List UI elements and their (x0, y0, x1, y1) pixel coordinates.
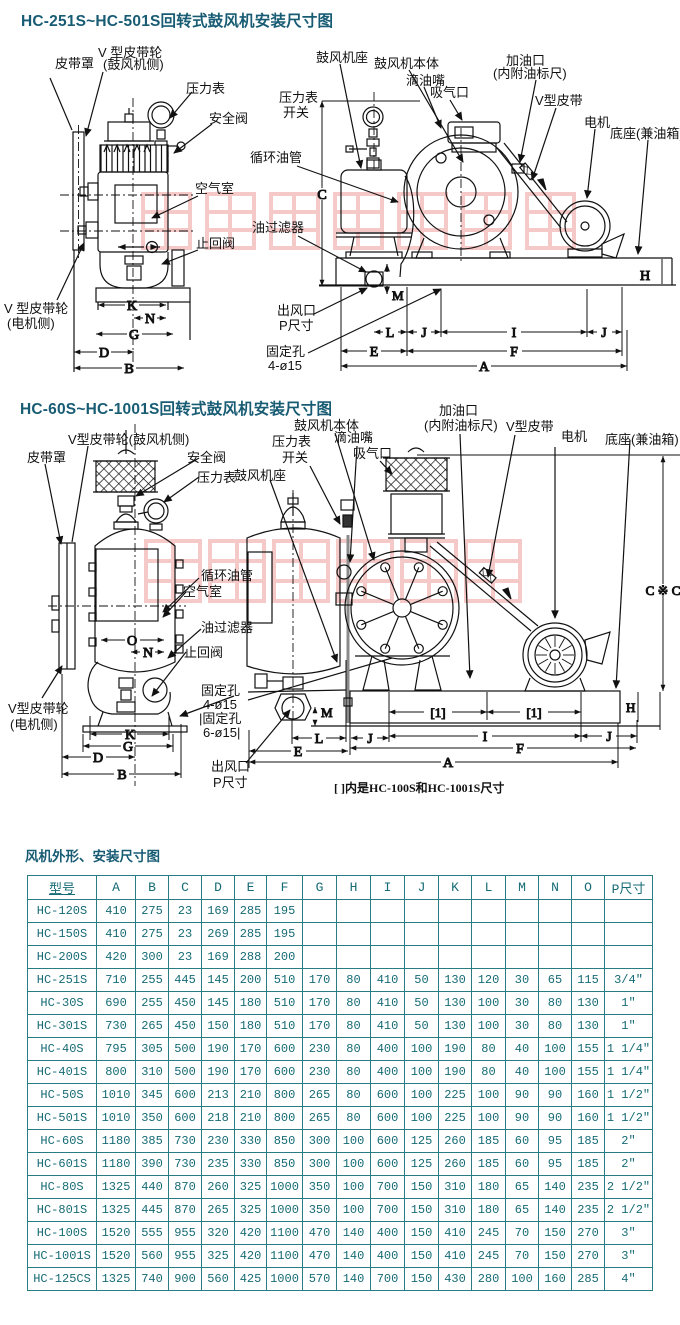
svg-text:止回阀: 止回阀 (196, 236, 235, 251)
svg-text:鼓风机本体: 鼓风机本体 (374, 56, 439, 71)
svg-text:油过滤器: 油过滤器 (201, 620, 253, 635)
svg-text:滴油嘴: 滴油嘴 (406, 73, 445, 88)
svg-text:V型皮带轮(鼓风机侧): V型皮带轮(鼓风机侧) (68, 432, 189, 447)
svg-text:(电机侧): (电机侧) (10, 717, 58, 732)
svg-text:A: A (443, 756, 454, 771)
svg-text:V 型皮带轮: V 型皮带轮 (4, 301, 68, 316)
svg-text:安全阀: 安全阀 (187, 450, 226, 465)
svg-text:|固定孔: |固定孔 (199, 711, 241, 726)
svg-text:J: J (601, 326, 607, 341)
svg-text:压力表: 压力表 (279, 90, 318, 105)
svg-text:[1]: [1] (430, 705, 445, 720)
svg-text:C ※ C: C ※ C (646, 583, 680, 598)
svg-text:鼓风机座: 鼓风机座 (234, 468, 286, 483)
svg-text:F: F (510, 345, 518, 360)
svg-text:吸气口: 吸气口 (353, 446, 392, 461)
svg-text:鼓风机本体: 鼓风机本体 (294, 418, 359, 433)
svg-text:[1]: [1] (526, 705, 541, 720)
svg-text:L: L (386, 326, 395, 341)
svg-text:压力表: 压力表 (186, 81, 225, 96)
svg-text:J: J (421, 326, 427, 341)
svg-text:底座(兼油箱): 底座(兼油箱) (605, 432, 679, 447)
svg-text:电机: 电机 (584, 115, 610, 130)
svg-text:压力表: 压力表 (197, 470, 236, 485)
svg-text:C: C (317, 188, 326, 203)
svg-text:G: G (129, 328, 139, 343)
svg-text:V型皮带: V型皮带 (506, 419, 554, 434)
svg-text:J: J (606, 730, 612, 745)
svg-text:(电机侧): (电机侧) (7, 316, 55, 331)
svg-text:P尺寸: P尺寸 (213, 775, 248, 790)
svg-text:D: D (93, 751, 103, 766)
svg-text:皮带罩: 皮带罩 (27, 450, 66, 465)
svg-text:V 型皮带轮: V 型皮带轮 (98, 45, 162, 60)
svg-text:循环油管: 循环油管 (250, 150, 302, 165)
svg-text:(鼓风机侧): (鼓风机侧) (103, 57, 164, 72)
svg-text:(内附油标尺): (内附油标尺) (493, 66, 567, 81)
svg-text:(内附油标尺): (内附油标尺) (424, 418, 498, 433)
svg-text:J: J (367, 732, 373, 747)
svg-text:空气室: 空气室 (183, 584, 222, 599)
svg-text:V型皮带轮: V型皮带轮 (8, 701, 69, 716)
svg-text:A: A (479, 360, 490, 375)
svg-text:压力表: 压力表 (272, 434, 311, 449)
svg-text:H: H (640, 269, 650, 284)
svg-text:N: N (145, 312, 155, 327)
svg-text:开关: 开关 (283, 105, 309, 120)
svg-text:H: H (626, 700, 635, 715)
svg-text:L: L (315, 732, 324, 747)
svg-text:鼓风机座: 鼓风机座 (316, 50, 368, 65)
svg-text:加油口: 加油口 (506, 53, 545, 68)
svg-text:加油口: 加油口 (439, 403, 478, 418)
svg-text:M: M (392, 288, 404, 303)
svg-text:B: B (124, 362, 133, 377)
svg-text:滴油嘴: 滴油嘴 (334, 430, 373, 445)
svg-text:空气室: 空气室 (195, 181, 234, 196)
svg-text:[ ]内是HC-100S和HC-1001S尺寸: [ ]内是HC-100S和HC-1001S尺寸 (334, 780, 504, 795)
svg-text:4-ø15: 4-ø15 (268, 358, 302, 373)
svg-text:F: F (516, 742, 524, 757)
svg-text:G: G (123, 740, 133, 755)
svg-text:固定孔: 固定孔 (201, 683, 240, 698)
svg-text:吸气口: 吸气口 (430, 85, 469, 100)
svg-text:P尺寸: P尺寸 (279, 318, 314, 333)
svg-text:电机: 电机 (561, 429, 587, 444)
svg-text:O: O (127, 634, 137, 649)
svg-text:固定孔: 固定孔 (266, 344, 305, 359)
svg-text:出风口: 出风口 (277, 303, 316, 318)
svg-text:6-ø15|: 6-ø15| (203, 725, 240, 740)
svg-text:出风口: 出风口 (211, 759, 250, 774)
svg-text:E: E (370, 345, 379, 360)
svg-text:K: K (125, 728, 135, 743)
svg-text:M: M (321, 705, 333, 720)
svg-text:皮带罩: 皮带罩 (55, 56, 94, 71)
svg-text:止回阀: 止回阀 (184, 645, 223, 660)
svg-text:循环油管: 循环油管 (201, 568, 253, 583)
svg-text:I: I (483, 730, 488, 745)
svg-text:D: D (99, 346, 109, 361)
svg-text:E: E (294, 745, 303, 760)
svg-text:V型皮带: V型皮带 (535, 93, 583, 108)
svg-text:B: B (117, 768, 126, 783)
svg-text:K: K (127, 299, 137, 314)
svg-text:油过滤器: 油过滤器 (252, 220, 304, 235)
svg-text:I: I (512, 326, 517, 341)
svg-text:N: N (143, 646, 153, 661)
svg-text:4-ø15: 4-ø15 (203, 697, 237, 712)
svg-text:底座(兼油箱): 底座(兼油箱) (610, 126, 680, 141)
svg-text:安全阀: 安全阀 (209, 111, 248, 126)
svg-text:开关: 开关 (282, 450, 308, 465)
